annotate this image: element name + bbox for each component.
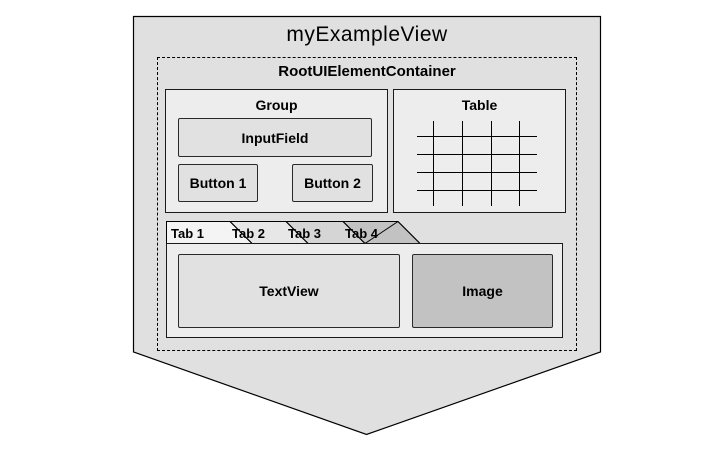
textview: TextView (178, 254, 400, 328)
input-field: InputField (178, 118, 372, 157)
image-placeholder: Image (412, 254, 553, 328)
table-grid-icon (417, 121, 537, 206)
tab-4-label: Tab 4 (345, 226, 379, 241)
tab-3-label: Tab 3 (288, 226, 321, 241)
root-ui-element-container (157, 57, 577, 351)
table-label: Table (461, 97, 498, 113)
tab-1-label: Tab 1 (171, 226, 204, 241)
button-2: Button 2 (292, 164, 373, 202)
view-title: myExampleView (286, 23, 448, 46)
tab-2-label: Tab 2 (232, 226, 265, 241)
root-container-label: RootUIElementContainer (278, 63, 456, 80)
table-panel: Table (393, 89, 566, 213)
button-1: Button 1 (178, 164, 258, 202)
tab-separators (229, 221, 421, 244)
tab-strip: Tab 1 Tab 2 Tab 3 Tab 4 (166, 220, 422, 244)
group-label: Group (255, 97, 298, 113)
